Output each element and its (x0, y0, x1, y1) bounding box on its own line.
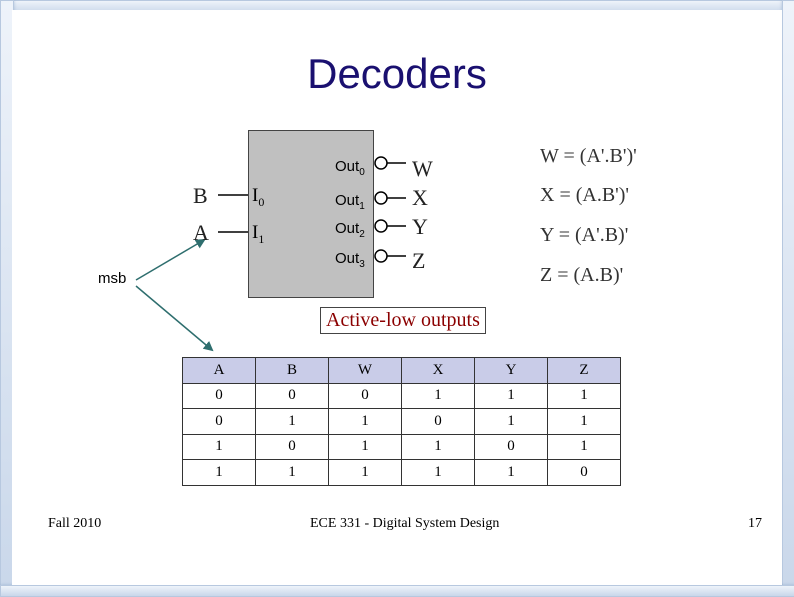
table-row: 0 0 0 1 1 1 (182, 382, 621, 409)
output-pin-0: Out0 (335, 158, 365, 178)
output-pin-2: Out2 (335, 220, 365, 240)
table-row: 1 0 1 1 0 1 (182, 433, 621, 460)
equation-w: W = (A'.B')' (540, 145, 637, 167)
output-pin-1: Out1 (335, 192, 365, 212)
decoder-chip (248, 130, 374, 298)
header-w: W (328, 357, 402, 384)
msb-arrow-to-table (135, 285, 214, 352)
header-y: Y (474, 357, 548, 384)
footer-course: ECE 331 - Digital System Design (310, 516, 500, 531)
table-cell: 1 (182, 459, 256, 486)
table-cell: 0 (255, 433, 329, 460)
table-cell: 1 (328, 459, 402, 486)
table-cell: 1 (474, 382, 548, 409)
equation-x: X = (A.B')' (540, 184, 630, 206)
active-low-note: Active-low outputs (320, 307, 486, 334)
table-cell: 1 (547, 382, 621, 409)
output-signal-x: X (412, 185, 428, 210)
table-cell: 1 (547, 433, 621, 460)
table-cell: 0 (182, 408, 256, 435)
table-cell: 0 (401, 408, 475, 435)
input-pin-1: I1 (252, 222, 265, 246)
table-cell: 1 (401, 382, 475, 409)
input-signal-a: A (193, 220, 209, 245)
header-z: Z (547, 357, 621, 384)
table-cell: 1 (328, 408, 402, 435)
table-cell: 1 (328, 433, 402, 460)
equation-y: Y = (A'.B)' (540, 224, 629, 246)
equation-z: Z = (A.B)' (540, 264, 624, 286)
input-signal-b: B (193, 183, 208, 208)
table-row: 1 1 1 1 1 0 (182, 459, 621, 486)
output-bubble-1 (374, 191, 406, 205)
table-cell: 0 (547, 459, 621, 486)
table-cell: 0 (255, 382, 329, 409)
table-cell: 0 (328, 382, 402, 409)
msb-arrow-to-input (135, 238, 206, 281)
table-cell: 1 (547, 408, 621, 435)
msb-label: msb (98, 270, 127, 287)
table-cell: 1 (474, 459, 548, 486)
output-pin-3: Out3 (335, 250, 365, 270)
table-cell: 1 (255, 459, 329, 486)
footer-date: Fall 2010 (48, 516, 102, 531)
input-pin-0: I0 (252, 185, 265, 209)
slide-canvas (12, 10, 782, 585)
header-a: A (182, 357, 256, 384)
page-number: 17 (748, 516, 762, 531)
table-cell: 1 (182, 433, 256, 460)
table-row: 0 1 1 0 1 1 (182, 408, 621, 435)
output-bubble-3 (374, 249, 406, 263)
slide-title: Decoders (307, 50, 487, 97)
header-b: B (255, 357, 329, 384)
output-signal-y: Y (412, 214, 428, 239)
header-x: X (401, 357, 475, 384)
table-cell: 1 (255, 408, 329, 435)
table-cell: 0 (474, 433, 548, 460)
output-bubble-2 (374, 219, 406, 233)
table-cell: 0 (182, 382, 256, 409)
table-cell: 1 (401, 433, 475, 460)
output-signal-w: W (412, 156, 433, 181)
truth-table: A B W X Y Z 0 0 0 1 1 1 0 1 1 0 1 1 1 0 … (182, 357, 621, 486)
output-signal-z: Z (412, 248, 426, 273)
output-bubble-0 (374, 156, 406, 170)
truth-table-header-row: A B W X Y Z (182, 357, 621, 384)
table-cell: 1 (401, 459, 475, 486)
table-cell: 1 (474, 408, 548, 435)
